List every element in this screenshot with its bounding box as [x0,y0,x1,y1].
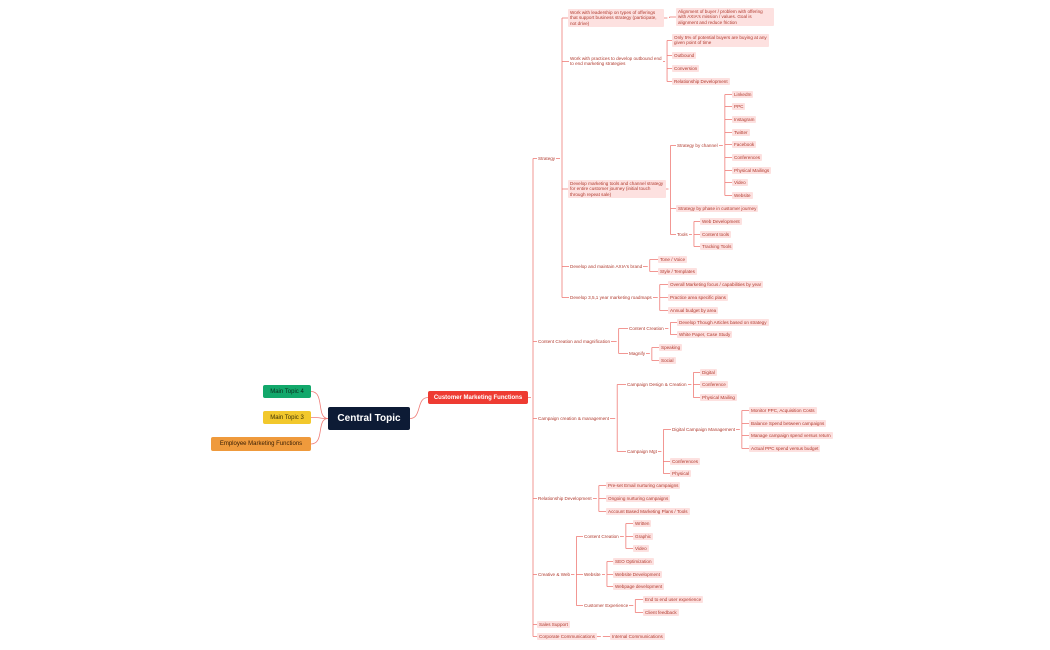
node-instagram[interactable]: Instagram [732,116,757,124]
node-ppc[interactable]: PPC [732,103,746,111]
node-relationship-development-s[interactable]: Relationship Development [672,78,730,86]
connector [310,418,329,445]
connector [409,397,429,419]
node-customer-experience[interactable]: Customer Experience [584,603,629,608]
node-only-5-percent[interactable]: Only 5% of potential buyers are buying a… [672,34,769,47]
node-sales-support[interactable]: Sales Support [537,621,570,629]
node-content-tools[interactable]: Content tools [700,231,732,239]
node-conferences-channel[interactable]: Conferences [732,154,763,162]
node-campaign-mgt[interactable]: Campaign Mgt [627,449,657,454]
node-video-cw[interactable]: Video [633,545,649,553]
node-tools[interactable]: Tools [677,232,688,237]
node-social[interactable]: Social [659,357,676,365]
node-written[interactable]: Written [633,520,652,528]
customer-marketing-functions[interactable]: Customer Marketing Functions [428,391,528,404]
node-manage-spend[interactable]: Manage campaign spend versus return [749,432,833,440]
node-website-cw[interactable]: Website [584,572,601,577]
node-strategy[interactable]: Strategy [538,156,556,161]
node-twitter[interactable]: Twitter [732,129,750,137]
node-conference[interactable]: Conference [700,381,728,389]
node-client-feedback[interactable]: Client feedback [643,609,679,617]
node-web-development[interactable]: Web Development [700,218,742,226]
node-video-channel[interactable]: Video [732,179,748,187]
node-abm-plans[interactable]: Account Based Marketing Plans / Tools [606,508,690,516]
node-practice-area-plans[interactable]: Practice area specific plans [668,294,728,302]
node-tone-voice[interactable]: Tone / Voice [658,256,688,264]
node-creative-web[interactable]: Creative & Web [538,572,571,577]
node-work-with-practices[interactable]: Work with practices to develop outbound … [570,56,662,67]
node-magnify[interactable]: Magnify [629,351,646,356]
node-annual-budget[interactable]: Annual budget by area [668,307,719,315]
node-physical-mailing[interactable]: Physical Mailing [700,394,737,402]
node-conferences-mgt[interactable]: Conferences [670,458,701,466]
node-preset-email[interactable]: Pre-set Email nurturing campaigns [606,482,681,490]
node-roadmaps[interactable]: Develop 3,5,1 year marketing roadmaps [570,295,652,300]
node-strategy-by-channel[interactable]: Strategy by channel [677,143,718,148]
node-work-with-leadership[interactable]: Work with leadership on types of offerin… [568,9,664,28]
connector [310,417,329,419]
node-actual-ppc[interactable]: Actual PPC spend versus budget [749,445,821,453]
node-develop-brand[interactable]: Develop and maintain AXIA's brand [570,264,643,269]
node-conversion[interactable]: Conversion [672,65,700,73]
node-develop-marketing-tools[interactable]: Develop marketing tools and channel stra… [568,180,666,199]
node-digital-campaign-management[interactable]: Digital Campaign Management [672,427,736,432]
node-speaking[interactable]: Speaking [659,344,683,352]
node-digital[interactable]: Digital [700,369,717,377]
node-strategy-by-phase[interactable]: Strategy by phase in customer journey [676,205,759,213]
connector [310,391,329,419]
node-campaign-creation[interactable]: Campaign creation & management [538,416,609,421]
node-webpage-development[interactable]: Webpage development [613,583,665,591]
node-website-channel[interactable]: Website [732,192,753,200]
node-monitor-ppc[interactable]: Monitor PPC, Acquisition Costs [749,407,817,415]
node-end-to-end-ux[interactable]: End to end user experience [643,596,704,604]
node-style-templates[interactable]: Style / Templates [658,268,697,276]
node-relationship-development[interactable]: Relationship Development [538,496,592,501]
node-internal-communications[interactable]: Internal Communications [610,633,665,641]
node-content-creation-cm[interactable]: Content Creation [629,326,664,331]
node-graphic[interactable]: Graphic [633,533,654,541]
employee-marketing-functions[interactable]: Employee Marketing Functions [211,437,311,451]
node-corporate-communications[interactable]: Corporate Communications [537,633,597,641]
node-outbound[interactable]: Outbound [672,52,697,60]
central-topic[interactable]: Central Topic [328,407,410,430]
main-topic-4[interactable]: Main Topic 4 [263,385,311,398]
node-overall-marketing-focus[interactable]: Overall Marketing focus / capabilities b… [668,281,764,289]
node-website-development[interactable]: Website Development [613,571,662,579]
node-tracking-tools[interactable]: Tracking Tools [700,243,734,251]
node-ongoing-nurturing[interactable]: Ongoing nurturing campaigns [606,495,671,503]
node-physical[interactable]: Physical [670,470,692,478]
node-linkedin[interactable]: LinkedIn [732,91,754,99]
node-white-paper[interactable]: White Paper, Case Study [677,331,733,339]
node-physical-mailings[interactable]: Physical Mailings [732,167,772,175]
node-facebook[interactable]: Facebook [732,141,757,149]
node-content-creation-magnification[interactable]: Content Creation and magnification [538,339,611,344]
main-topic-3[interactable]: Main Topic 3 [263,411,311,424]
node-campaign-design[interactable]: Campaign Design & Creation [627,382,687,387]
node-balance-spend[interactable]: Balance Spend between campaigns [749,420,827,428]
node-seo[interactable]: SEO Optimization [613,558,654,566]
node-thought-articles[interactable]: Develop Though Articles based on strateg… [677,319,769,327]
node-alignment[interactable]: Alignment of buyer / problem with offeri… [676,8,774,27]
node-content-creation-cw[interactable]: Content Creation [584,534,619,539]
